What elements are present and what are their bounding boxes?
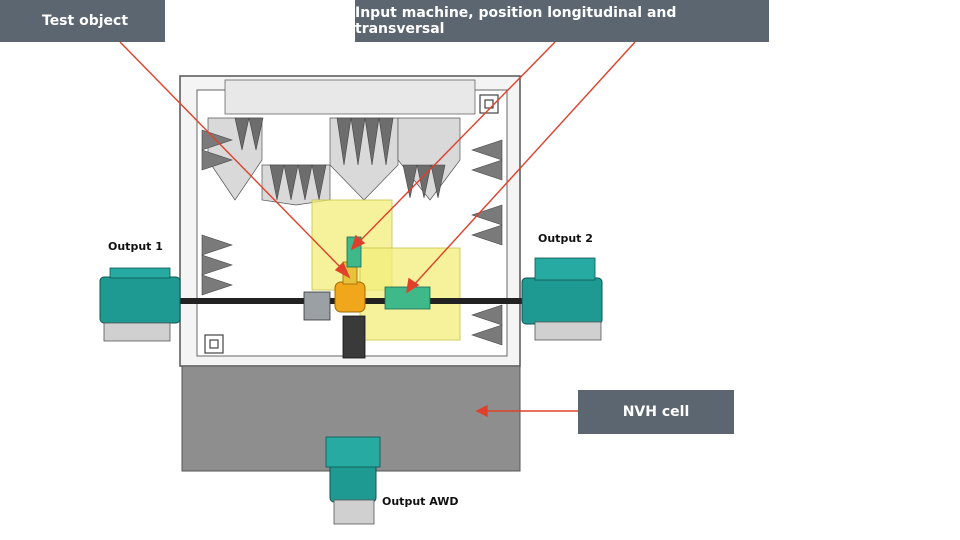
output-2-label: Output 2 [538,232,593,245]
arrow-input-transversal [411,41,636,288]
output-1-machine [99,267,181,342]
test-object-label: Test object [0,0,165,42]
pointer-arrows [119,41,636,418]
awd-shaft-assembly [342,315,366,359]
ceiling-wedges [234,117,446,201]
nvh-cell-floor [181,365,521,472]
test-object-body [334,281,366,313]
coupling-left [303,291,331,321]
output-2-machine [521,257,603,341]
output-awd-machine [325,436,381,525]
input-machine-label: Input machine, position longitudinal and… [355,0,769,42]
output-1-label: Output 1 [108,240,163,253]
nvh-cell-label: NVH cell [578,390,734,434]
input-machine-label-text: Input machine, position longitudinal and… [355,5,677,37]
arrow-test-object [119,41,346,273]
corner-fixtures [204,94,499,354]
nvh-cell-label-text: NVH cell [622,404,690,420]
test-object-label-text: Test object [42,13,129,29]
arrow-input-longitudinal [356,41,556,245]
left-wall-wedges [201,129,233,296]
output-awd-label: Output AWD [382,495,459,508]
right-wall-wedges [471,139,503,346]
